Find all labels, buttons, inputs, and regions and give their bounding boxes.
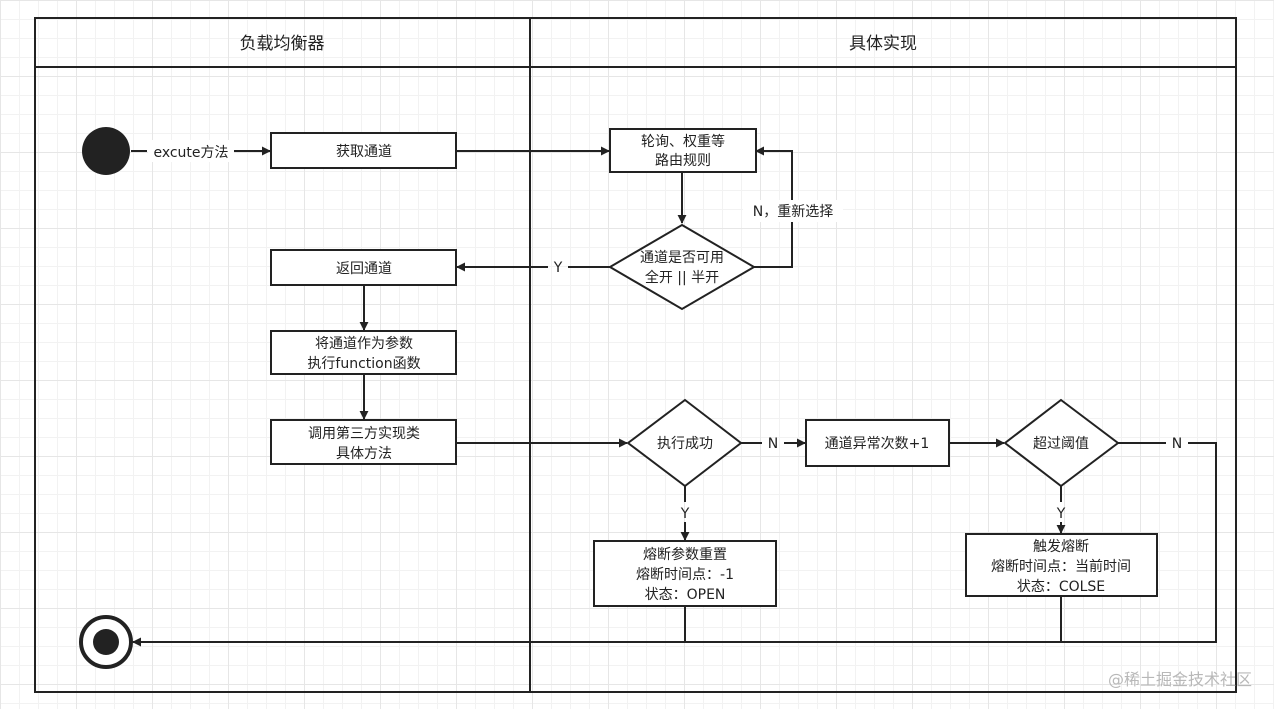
node-text-return-channel: 返回通道 — [336, 261, 392, 277]
node-text-reset-2: 熔断时间点：-1 — [636, 567, 734, 583]
decision-over-threshold — [1003, 398, 1120, 488]
edge-label-excute: excute方法 — [153, 145, 228, 161]
node-get-channel — [270, 132, 457, 169]
decision-channel-available — [608, 223, 756, 311]
node-text-available-2: 全开 || 半开 — [645, 269, 719, 286]
swimlane-border — [34, 17, 1237, 693]
watermark: @稀土掘金技术社区 — [1108, 670, 1252, 689]
node-error-count — [805, 419, 950, 467]
end-node — [79, 615, 133, 669]
node-text-get-channel: 获取通道 — [336, 144, 392, 160]
node-text-trigger-3: 状态：COLSE — [1017, 579, 1105, 595]
node-text-call-1: 调用第三方实现类 — [308, 425, 420, 442]
node-text-error-count: 通道异常次数+1 — [825, 436, 930, 452]
node-text-reset-3: 状态：OPEN — [645, 587, 726, 603]
node-call-third-party — [270, 419, 457, 465]
node-trigger-breaker — [965, 533, 1158, 597]
edge-label-success-yes: Y — [680, 506, 690, 522]
decision-exec-success — [626, 398, 743, 488]
node-text-routing-1: 轮询、权重等 — [641, 133, 725, 150]
node-text-exec-success: 执行成功 — [657, 436, 713, 452]
node-channel-as-param — [270, 330, 457, 375]
node-text-available-1: 通道是否可用 — [640, 250, 724, 266]
node-breaker-reset — [593, 540, 777, 607]
node-text-param-1: 将通道作为参数 — [315, 335, 413, 352]
edge-label-bg-excute — [148, 140, 234, 162]
start-node — [82, 127, 130, 175]
node-text-reset-1: 熔断参数重置 — [643, 546, 727, 563]
edge-label-bg-retry — [743, 200, 843, 222]
edge-label-threshold-yes: Y — [1056, 506, 1066, 522]
lane-title-load-balancer: 负载均衡器 — [240, 34, 325, 54]
node-text-param-2: 执行function函数 — [307, 356, 420, 372]
node-text-routing-2: 路由规则 — [655, 153, 711, 169]
node-text-trigger-1: 触发熔断 — [1033, 539, 1089, 555]
edge-label-available-yes: Y — [553, 260, 563, 276]
edge-label-retry: N，重新选择 — [753, 204, 833, 220]
edge-label-success-no: N — [768, 436, 778, 452]
edge-threshold-no-to-end — [1061, 442, 1217, 643]
edge-label-threshold-no: N — [1172, 436, 1182, 452]
node-text-over-threshold: 超过阈值 — [1033, 436, 1089, 452]
node-routing-rules — [609, 128, 757, 173]
node-return-channel — [270, 249, 457, 286]
end-node-inner — [93, 629, 119, 655]
lane-title-implementation: 具体实现 — [849, 34, 917, 54]
swimlane-frame — [34, 17, 1237, 693]
node-text-trigger-2: 熔断时间点：当前时间 — [991, 558, 1131, 575]
node-text-call-2: 具体方法 — [336, 446, 392, 462]
